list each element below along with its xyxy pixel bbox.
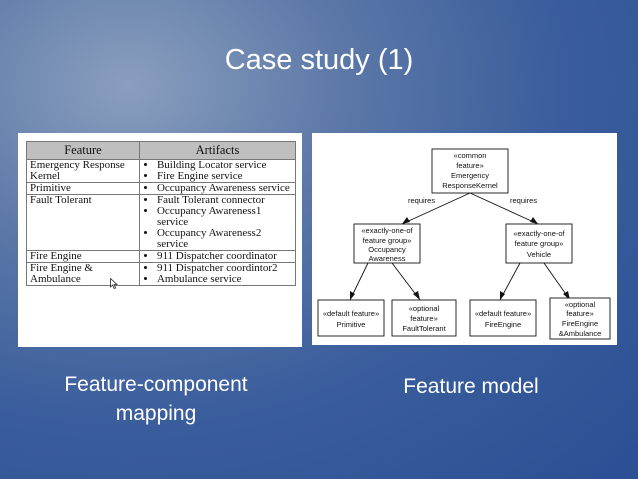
artifact-item: Occupancy Awareness1 service <box>157 206 292 228</box>
feature-model-diagram: «common feature» Emergency ResponseKerne… <box>317 148 611 340</box>
feature-cell: Primitive <box>26 182 140 195</box>
group-label: Awareness <box>369 254 406 263</box>
group-label: Occupancy <box>368 245 406 254</box>
diagram-arrowheads <box>350 217 570 300</box>
leaf-label: feature» <box>410 314 438 323</box>
group-label: Vehicle <box>527 250 551 259</box>
artifact-item: 911 Dispatcher coordinator <box>157 251 292 262</box>
group-label: feature group» <box>363 236 412 245</box>
table-row: Fault Tolerant Fault Tolerant connector … <box>26 194 297 251</box>
slide-title: Case study (1) <box>224 44 414 76</box>
feature-text: Ambulance <box>30 273 81 285</box>
artifact-item: Occupancy Awareness2 service <box>157 228 292 250</box>
feature-text: Primitive <box>30 182 71 194</box>
requires-label: requires <box>510 196 537 205</box>
table-row: Fire Engine & Ambulance 911 Dispatcher c… <box>26 262 297 286</box>
group-vehicle-box <box>505 223 573 264</box>
group-label: «exactly-one-of <box>361 226 413 235</box>
artifacts-cell: Building Locator service Fire Engine ser… <box>138 159 297 183</box>
feature-text: Fire Engine & <box>30 262 93 274</box>
mouse-pointer-icon <box>110 278 118 289</box>
leaf-label: «optional <box>409 304 440 313</box>
leaf-label: &Ambulance <box>559 329 602 338</box>
root-feature-box <box>431 148 509 194</box>
leaf-label: «default feature» <box>475 309 531 318</box>
feature-text: Fault Tolerant <box>30 194 92 206</box>
artifact-item: Ambulance service <box>157 274 292 285</box>
table-row: Emergency Response Kernel Building Locat… <box>26 159 297 183</box>
column-header-feature: Feature <box>26 141 140 160</box>
table-header-row: Feature Artifacts <box>26 141 297 160</box>
artifact-item: Occupancy Awareness service <box>157 183 292 194</box>
group-occupancy-awareness-box <box>353 223 421 264</box>
leaf-label: FaultTolerant <box>402 324 446 333</box>
leaf-label: FireEngine <box>485 320 521 329</box>
artifact-item: Building Locator service <box>157 160 292 171</box>
root-feature-label: «common <box>454 151 487 160</box>
feature-mapping-table-panel: Feature Artifacts Emergency Response Ker… <box>18 133 302 347</box>
artifacts-cell: Occupancy Awareness service <box>138 182 297 195</box>
feature-text: Emergency Response <box>30 159 125 171</box>
feature-text: Fire Engine <box>30 250 82 262</box>
feature-cell: Emergency Response Kernel <box>26 159 140 183</box>
leaf-fire-engine-box <box>469 299 537 337</box>
feature-cell: Fire Engine <box>26 250 140 263</box>
leaf-label: Primitive <box>337 320 366 329</box>
column-header-artifacts: Artifacts <box>138 141 297 160</box>
feature-cell: Fire Engine & Ambulance <box>26 262 140 286</box>
feature-mapping-table: Feature Artifacts Emergency Response Ker… <box>26 141 297 286</box>
root-feature-label: ResponseKernel <box>442 181 498 190</box>
caption-feature-component-mapping: Feature-component mapping <box>28 370 284 428</box>
root-feature-label: feature» <box>456 161 484 170</box>
leaf-fault-tolerant-box <box>391 299 457 337</box>
group-label: feature group» <box>515 239 564 248</box>
group-label: «exactly-one-of <box>513 229 565 238</box>
leaf-fire-engine-ambulance-box <box>549 297 611 340</box>
leaf-label: FireEngine <box>562 319 598 328</box>
requires-label: requires <box>408 196 435 205</box>
table-row: Primitive Occupancy Awareness service <box>26 182 297 195</box>
artifact-item: Fault Tolerant connector <box>157 195 292 206</box>
artifact-item: 911 Dispatcher coordintor2 <box>157 263 292 274</box>
caption-feature-model: Feature model <box>403 375 539 398</box>
root-feature-label: Emergency <box>451 171 489 180</box>
leaf-label: «default feature» <box>323 309 379 318</box>
feature-cell: Fault Tolerant <box>26 194 140 251</box>
caption-line: mapping <box>115 402 197 425</box>
artifacts-cell: 911 Dispatcher coordinator <box>138 250 297 263</box>
caption-line: Feature-component <box>64 373 248 396</box>
artifacts-cell: 911 Dispatcher coordintor2 Ambulance ser… <box>138 262 297 286</box>
artifact-item: Fire Engine service <box>157 171 292 182</box>
artifacts-cell: Fault Tolerant connector Occupancy Aware… <box>138 194 297 251</box>
feature-text: Kernel <box>30 170 60 182</box>
leaf-primitive-box <box>317 299 385 337</box>
leaf-label: feature» <box>566 309 594 318</box>
feature-model-diagram-panel: «common feature» Emergency ResponseKerne… <box>312 133 617 345</box>
leaf-label: «optional <box>565 300 596 309</box>
table-row: Fire Engine 911 Dispatcher coordinator <box>26 250 297 263</box>
